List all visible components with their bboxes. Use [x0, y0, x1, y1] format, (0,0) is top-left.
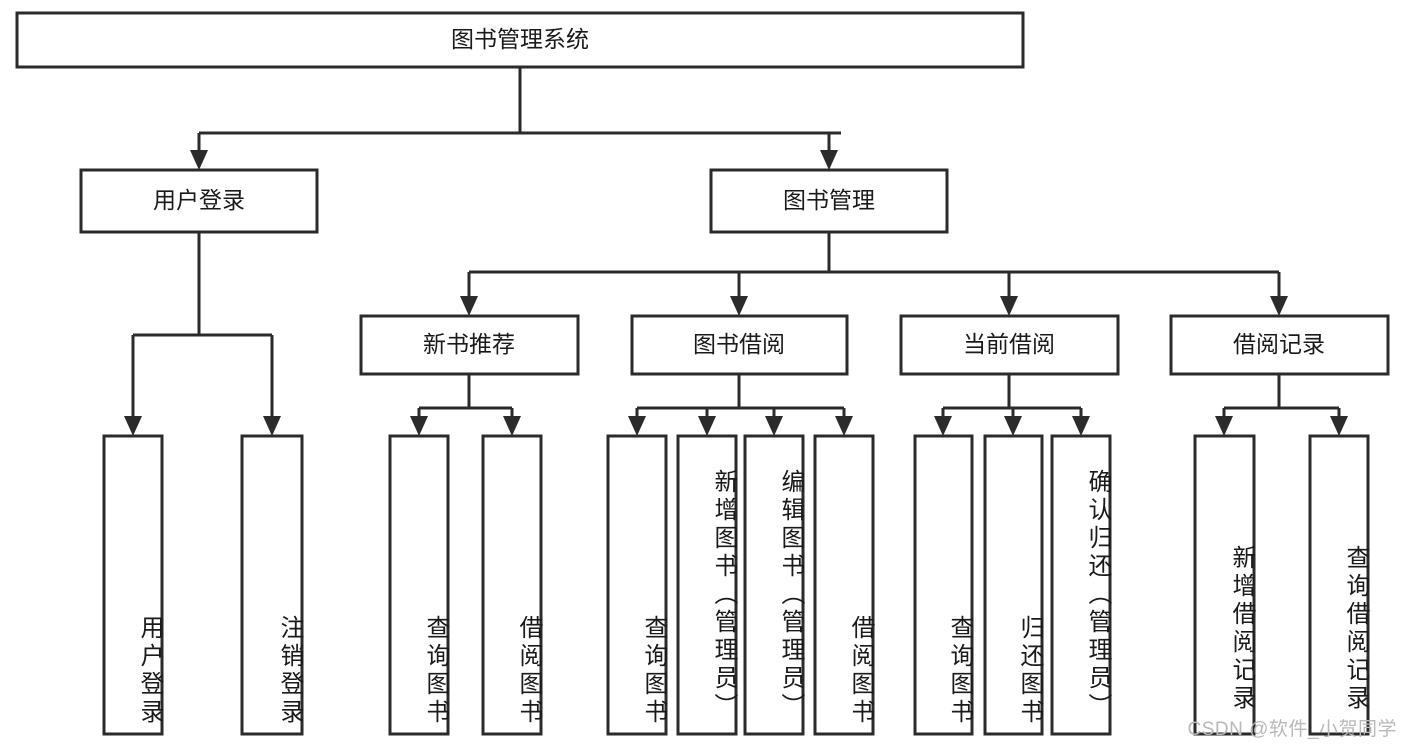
leaf-rect-query-book-b[interactable]	[606, 434, 668, 736]
node-user-login-label: 用户登录	[153, 187, 245, 213]
node-borrow-record[interactable]: 借阅记录	[1169, 314, 1390, 376]
leaf-rect-add-book[interactable]	[676, 434, 738, 736]
connectors-current-borrow-to-leaves	[934, 374, 1090, 436]
node-user-login-rect[interactable]	[79, 168, 319, 234]
node-root-rect[interactable]	[15, 11, 1025, 69]
arrow-head-leaf-query-book-c	[934, 416, 952, 436]
leaf-rect-borrow-book-a[interactable]	[481, 434, 543, 736]
leaf-rect-add-borrow-record[interactable]	[1193, 434, 1256, 736]
arrow-head-to-book-borrow	[730, 296, 748, 316]
node-root-label: 图书管理系统	[451, 26, 589, 52]
node-borrow-record-label: 借阅记录	[1233, 331, 1325, 357]
node-user-login[interactable]: 用户登录	[79, 168, 319, 234]
leaf-rect-user-login[interactable]	[102, 434, 164, 736]
node-root[interactable]: 图书管理系统	[15, 11, 1025, 69]
connectors-user-login-to-leaves	[124, 232, 281, 436]
leaf-rect-query-book-c[interactable]	[913, 434, 974, 736]
node-new-book-recommend-label: 新书推荐	[423, 331, 515, 357]
node-current-borrow-label: 当前借阅	[963, 331, 1055, 357]
leaf-rect-logout[interactable]	[240, 434, 304, 736]
node-current-borrow-rect[interactable]	[899, 314, 1120, 376]
node-book-borrow-label: 图书借阅	[693, 331, 785, 357]
node-new-book-recommend-rect[interactable]	[359, 314, 580, 376]
arrow-head-to-current-borrow	[1000, 296, 1018, 316]
node-current-borrow[interactable]: 当前借阅	[899, 314, 1120, 376]
node-new-book-recommend[interactable]: 新书推荐	[359, 314, 580, 376]
arrow-head-leaf-query-borrow-record	[1330, 416, 1348, 436]
arrow-head-leaf-user-login	[124, 416, 142, 436]
leaf-rect-return-book[interactable]	[983, 434, 1044, 736]
node-borrow-record-rect[interactable]	[1169, 314, 1390, 376]
node-book-management-rect[interactable]	[709, 168, 949, 234]
leaf-rect-edit-book[interactable]	[743, 434, 805, 736]
arrow-head-leaf-add-book	[698, 416, 716, 436]
arrow-head-leaf-query-book-b	[628, 416, 646, 436]
connectors-root-to-level2	[190, 67, 841, 170]
arrow-head-leaf-borrow-book-b	[835, 416, 853, 436]
csdn-watermark: CSDN @软件_小贺同学	[1187, 719, 1397, 740]
arrow-head-leaf-confirm-return	[1072, 416, 1090, 436]
arrow-head-leaf-return-book	[1004, 416, 1022, 436]
connectors-borrow-record-to-leaves	[1215, 374, 1348, 436]
leaf-boxes[interactable]	[102, 434, 1370, 736]
node-book-borrow-rect[interactable]	[630, 314, 849, 376]
node-book-management-label: 图书管理	[783, 187, 875, 213]
arrow-head-to-new-book-recommend	[460, 296, 478, 316]
leaf-rect-query-book-a[interactable]	[388, 434, 450, 736]
arrow-head-leaf-edit-book	[765, 416, 783, 436]
arrow-head-leaf-logout	[263, 416, 281, 436]
connectors-book-borrow-to-leaves	[628, 374, 853, 436]
leaf-rect-borrow-book-b[interactable]	[813, 434, 875, 736]
node-book-borrow[interactable]: 图书借阅	[630, 314, 849, 376]
arrow-head-leaf-query-book-a	[410, 416, 428, 436]
node-book-management[interactable]: 图书管理	[709, 168, 949, 234]
arrow-head-to-user-login	[190, 150, 208, 170]
arrow-head-to-borrow-record	[1270, 296, 1288, 316]
arrow-head-leaf-borrow-book-a	[503, 416, 521, 436]
leaf-rect-confirm-return[interactable]	[1050, 434, 1112, 736]
arrow-head-to-book-management	[820, 150, 838, 170]
connectors-new-book-recommend-to-leaves	[410, 374, 521, 436]
connectors-bookmgmt-to-level3	[460, 232, 1288, 316]
arrow-head-leaf-add-borrow-record	[1215, 416, 1233, 436]
leaf-rect-query-borrow-record[interactable]	[1308, 434, 1370, 736]
